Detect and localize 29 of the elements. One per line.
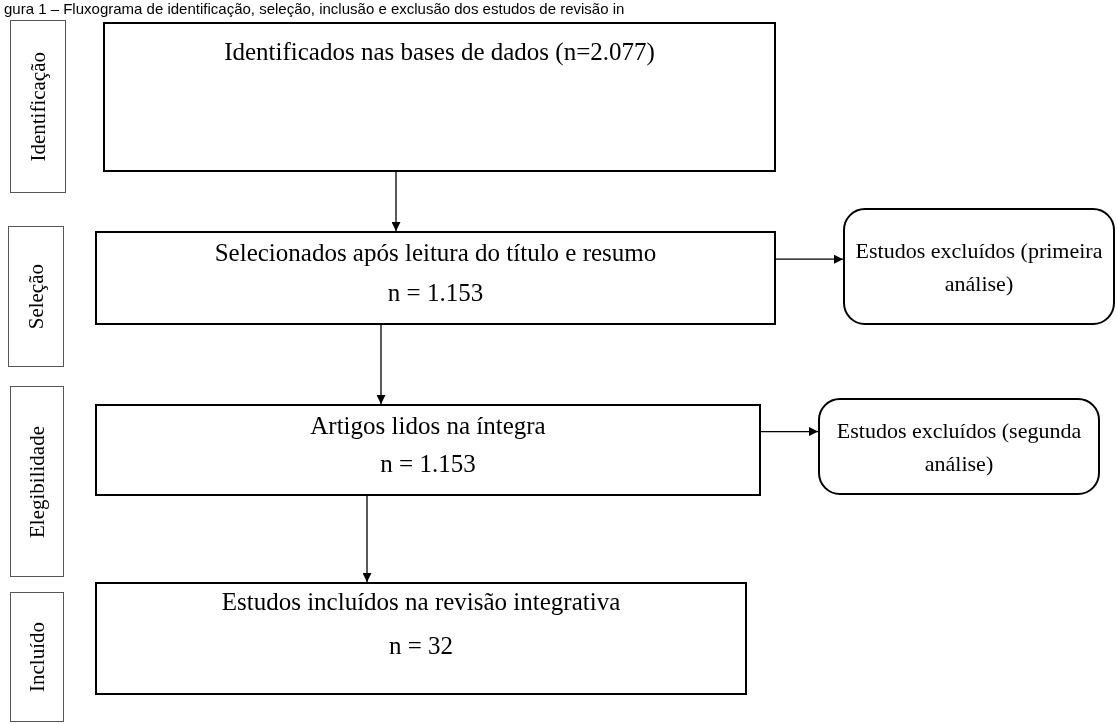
box-text: n = 1.153 xyxy=(387,279,484,307)
stage-label: Seleção xyxy=(23,263,49,330)
process-box xyxy=(95,231,776,325)
box-text: Estudos incluídos na revisão integrativa xyxy=(221,588,621,616)
figure-title: gura 1 – Fluxograma de identificação, seleção, inclusão e exclusão dos estudos de revisão in xyxy=(4,0,625,17)
box-text: Estudos excluídos (segunda análise) xyxy=(835,416,1083,478)
stage-label-box xyxy=(10,386,64,577)
arrow xyxy=(760,427,819,437)
box-text: Selecionados após leitura do título e resumo xyxy=(214,239,657,267)
stage-label-box xyxy=(10,20,66,193)
stage-label: Elegibilidade xyxy=(24,425,50,538)
process-box xyxy=(95,404,761,496)
process-box xyxy=(103,22,776,172)
stage-label-box xyxy=(10,592,64,722)
stage-label: Identificação xyxy=(25,51,51,162)
arrow xyxy=(775,254,844,264)
arrow xyxy=(391,171,401,232)
box-text: Identificados nas bases de dados (n=2.077) xyxy=(224,38,655,66)
arrow xyxy=(376,324,386,405)
box-text: Artigos lidos na íntegra xyxy=(310,412,546,440)
process-box xyxy=(95,582,747,695)
stage-label: Incluído xyxy=(24,622,50,692)
exclusion-box xyxy=(843,208,1115,325)
box-text: Estudos excluídos (primeira análise) xyxy=(854,236,1104,298)
arrow xyxy=(362,495,372,583)
stage-label-box xyxy=(8,226,64,367)
exclusion-box xyxy=(818,398,1100,495)
box-text: n = 32 xyxy=(388,632,454,660)
box-text: n = 1.153 xyxy=(380,450,476,478)
